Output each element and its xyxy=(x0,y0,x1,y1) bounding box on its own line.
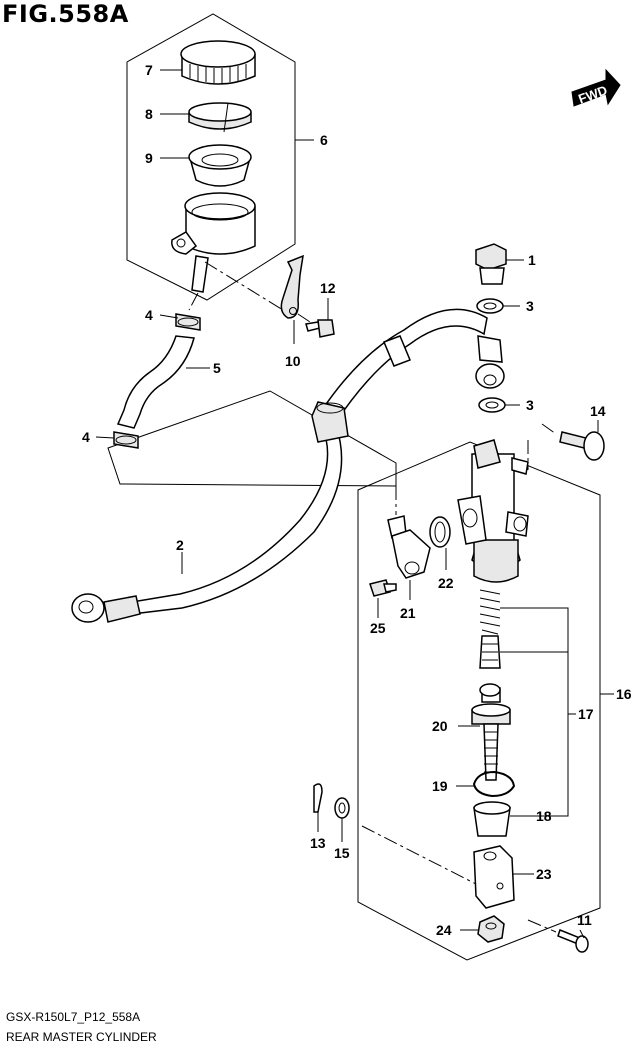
mounting-bolt xyxy=(559,431,605,461)
o-ring xyxy=(429,516,451,548)
reservoir-hose xyxy=(116,335,195,429)
cotter-pin xyxy=(313,783,323,813)
washer-upper xyxy=(476,298,504,314)
reservoir-body xyxy=(171,192,256,293)
forward-label: FWD xyxy=(576,82,609,106)
callout-23: 23 xyxy=(536,866,552,882)
master-cylinder-outline xyxy=(357,441,601,961)
circlip xyxy=(472,770,516,798)
brake-hose xyxy=(71,308,505,623)
push-rod xyxy=(471,683,511,781)
dust-boot xyxy=(473,801,511,837)
callout-17: 17 xyxy=(578,706,594,722)
callout-6: 6 xyxy=(320,132,328,148)
hose-clamp-lower xyxy=(113,431,139,449)
return-spring xyxy=(479,589,501,635)
hose-outline xyxy=(107,390,397,487)
callout-4b: 4 xyxy=(82,429,90,445)
callout-2: 2 xyxy=(176,537,184,553)
callout-5: 5 xyxy=(213,360,221,376)
figure-title: FIG.558A xyxy=(2,0,129,28)
callout-15: 15 xyxy=(334,845,350,861)
master-cylinder-body xyxy=(457,439,529,583)
connector-screw xyxy=(369,579,397,597)
clevis xyxy=(473,845,515,909)
callout-4a: 4 xyxy=(145,307,153,323)
figure-name: REAR MASTER CYLINDER xyxy=(6,1030,157,1044)
callout-18: 18 xyxy=(536,808,552,824)
callout-20: 20 xyxy=(432,718,448,734)
callout-7: 7 xyxy=(145,62,153,78)
callout-8: 8 xyxy=(145,106,153,122)
callout-10: 10 xyxy=(285,353,301,369)
hose-clamp-upper xyxy=(175,313,201,331)
callout-9: 9 xyxy=(145,150,153,166)
callout-21: 21 xyxy=(400,605,416,621)
callout-11: 11 xyxy=(577,912,592,928)
clevis-pin xyxy=(557,929,589,953)
diaphragm xyxy=(188,144,252,187)
callout-19: 19 xyxy=(432,778,448,794)
reservoir-assembly-outline xyxy=(126,13,296,301)
callout-22: 22 xyxy=(438,575,454,591)
washer-lower xyxy=(478,397,506,413)
reservoir-cap xyxy=(180,40,256,85)
callout-3a: 3 xyxy=(526,298,534,314)
callout-25: 25 xyxy=(370,620,386,636)
callout-3b: 3 xyxy=(526,397,534,413)
callout-12: 12 xyxy=(320,280,336,296)
forward-arrow-icon: FWD xyxy=(571,68,621,107)
lock-nut xyxy=(477,915,505,943)
pin-washer xyxy=(334,797,350,819)
reservoir-bracket xyxy=(280,254,304,319)
banjo-bolt xyxy=(475,243,507,285)
figure-code: GSX-R150L7_P12_558A xyxy=(6,1010,141,1024)
callout-1: 1 xyxy=(528,252,536,268)
callout-24: 24 xyxy=(436,922,452,938)
diaphragm-plate xyxy=(188,102,252,133)
piston-cup xyxy=(479,635,501,669)
hose-connector xyxy=(387,515,431,579)
bracket-bolt xyxy=(305,319,335,338)
callout-13: 13 xyxy=(310,835,326,851)
callout-14: 14 xyxy=(590,403,606,419)
callout-16: 16 xyxy=(616,686,632,702)
